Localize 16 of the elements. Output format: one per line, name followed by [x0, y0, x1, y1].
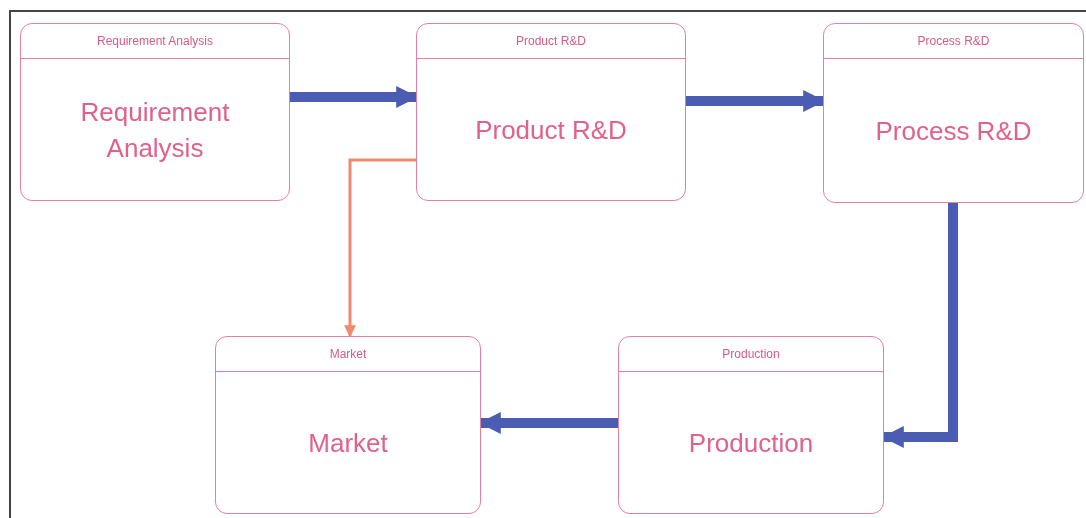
box-title: Product R&D [475, 113, 627, 147]
box-header: Requirement Analysis [96, 34, 214, 48]
arrow [344, 158, 416, 338]
box-title: Requirement Analysis [79, 95, 231, 165]
box-title: Process R&D [875, 114, 1032, 148]
process-box [416, 23, 686, 201]
box-header: Process R&D [917, 34, 990, 48]
box-header: Market [329, 347, 367, 361]
box-header: Product R&D [516, 34, 586, 48]
process-box [823, 23, 1084, 203]
process-box [618, 336, 884, 514]
box-header: Production [722, 347, 780, 361]
box-title: Market [308, 426, 388, 460]
process-box [215, 336, 481, 514]
box-title: Production [688, 426, 814, 460]
process-box [20, 23, 290, 201]
